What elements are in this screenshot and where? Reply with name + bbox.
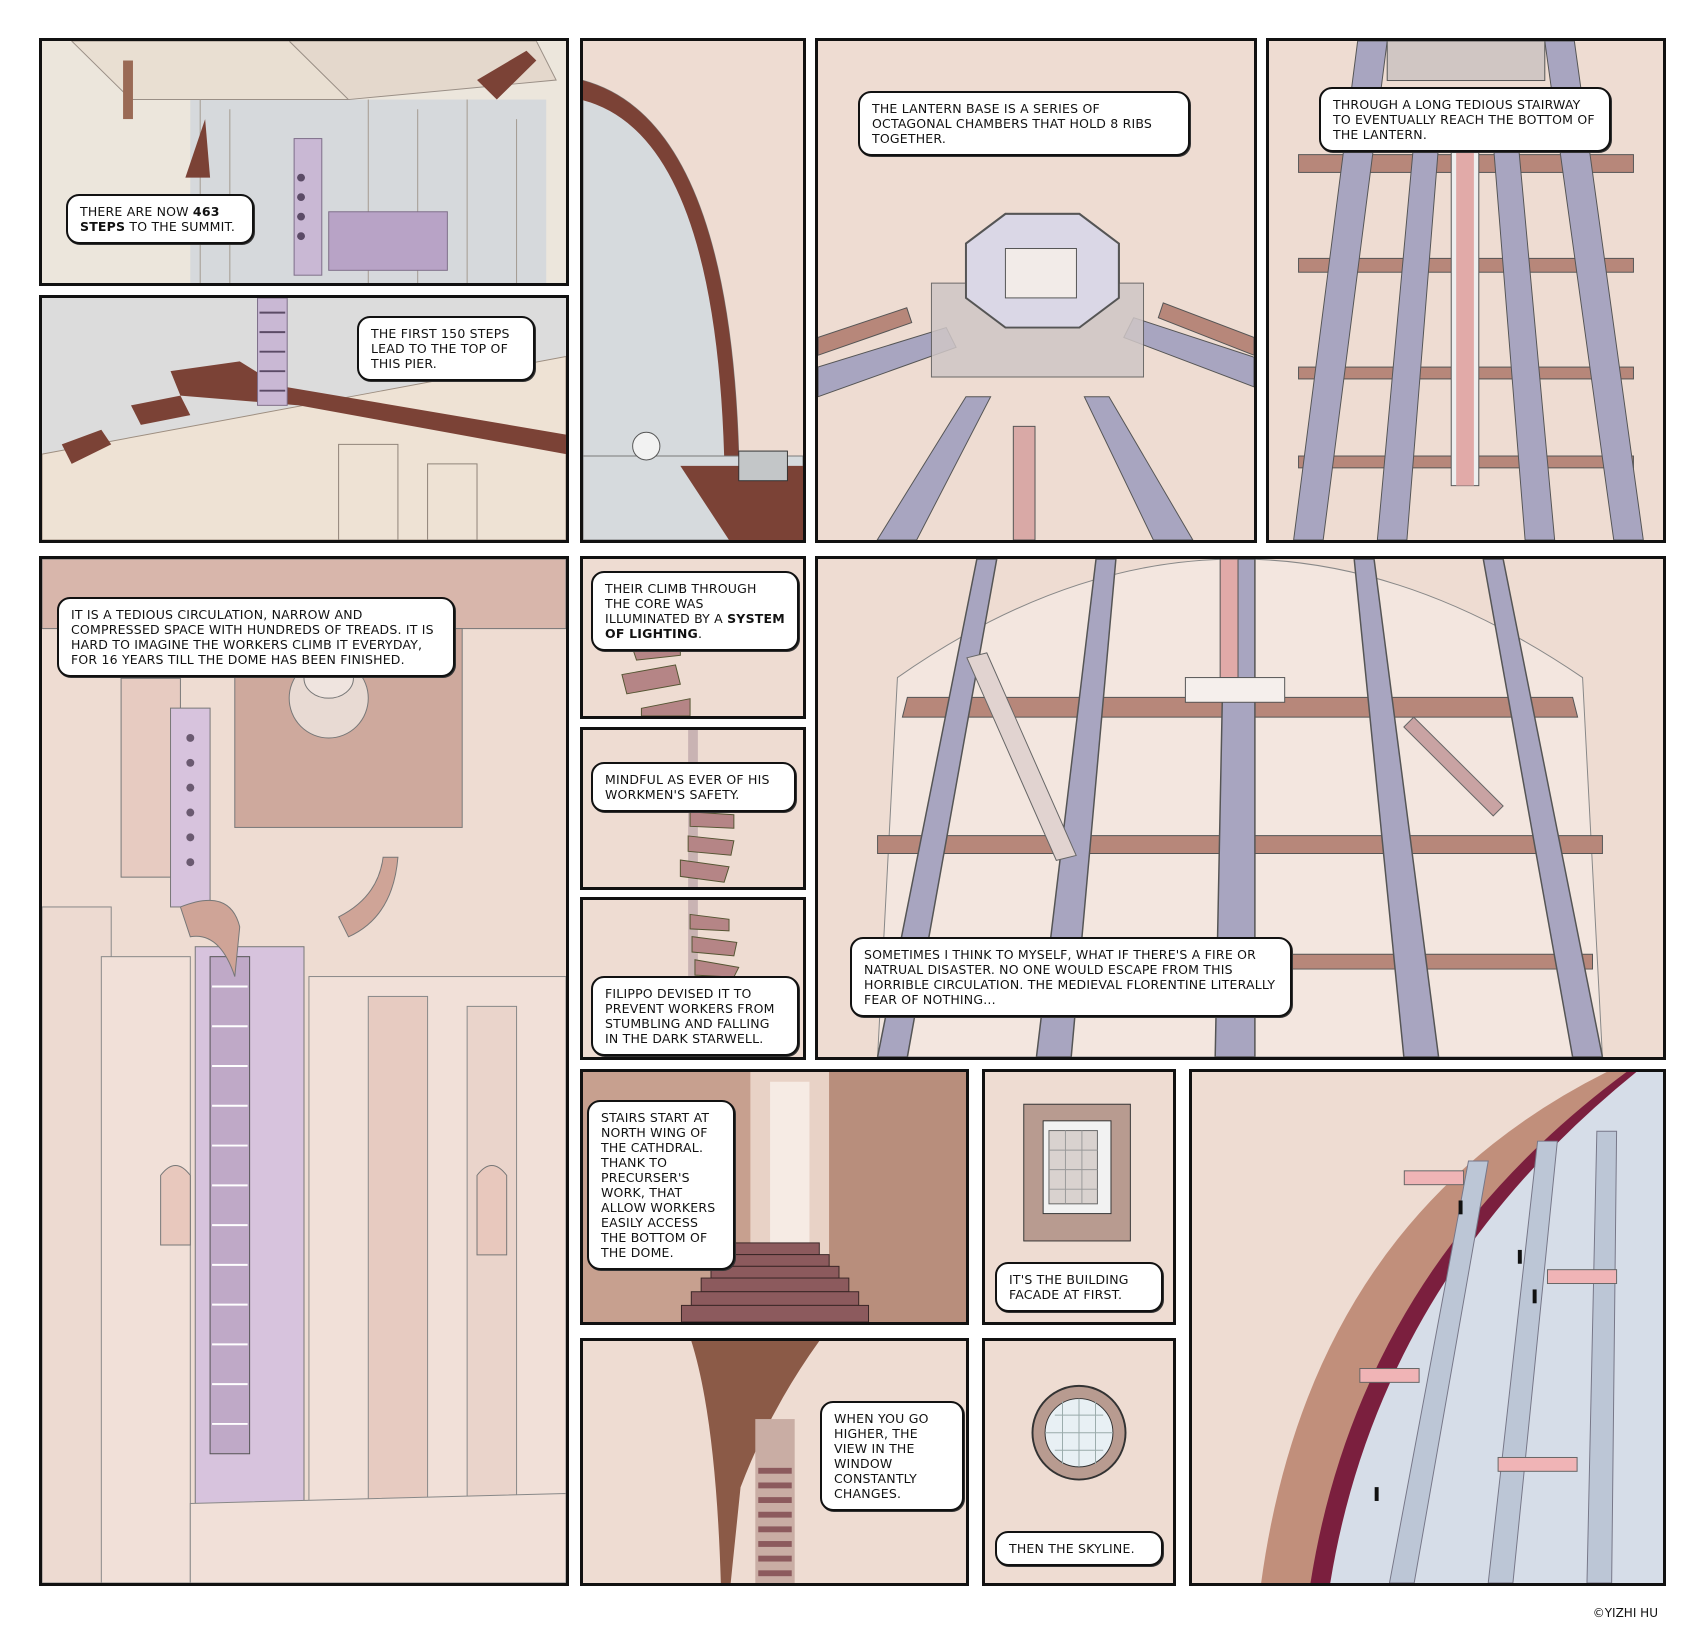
caption-text: WHEN YOU GO HIGHER, THE VIEW IN THE WIND… (834, 1411, 929, 1501)
caption-bold-number: 463 (192, 204, 220, 219)
caption-system-of-lighting: THEIR CLIMB THROUGH THE CORE WAS ILLUMIN… (591, 571, 799, 651)
caption-north-wing: STAIRS START AT NORTH WING OF THE CATHDR… (587, 1100, 735, 1270)
panel-north-wing: STAIRS START AT NORTH WING OF THE CATHDR… (580, 1069, 969, 1325)
caption-long-stairway: THROUGH A LONG TEDIOUS STAIRWAY TO EVENT… (1319, 87, 1611, 152)
caption-text: THEIR CLIMB THROUGH THE CORE WAS ILLUMIN… (605, 581, 757, 626)
caption-filippo-devised: FILIPPO DEVISED IT TO PREVENT WORKERS FR… (591, 976, 799, 1056)
caption-text: THE LANTERN BASE IS A SERIES OF OCTAGONA… (872, 101, 1153, 146)
caption-view-changes: WHEN YOU GO HIGHER, THE VIEW IN THE WIND… (820, 1401, 964, 1511)
cathedral-interior-illustration (42, 41, 566, 283)
panel-workmen-safety: MINDFUL AS EVER OF HIS WORKMEN'S SAFETY. (580, 727, 806, 890)
caption-text: THEN THE SKYLINE. (1009, 1541, 1135, 1556)
caption-text: SOMETIMES I THINK TO MYSELF, WHAT IF THE… (864, 947, 1276, 1007)
caption-text-end: TO THE SUMMIT. (125, 219, 236, 234)
panel-dome-interior (1189, 1069, 1666, 1586)
caption-bold-text: SYSTEM OF LIGHTING (605, 611, 785, 641)
artist-credit: ©YIZHI HU (1592, 1606, 1658, 1620)
panel-long-stairway: THROUGH A LONG TEDIOUS STAIRWAY TO EVENT… (1266, 38, 1666, 543)
dome-ribs-illustration (818, 559, 1663, 1057)
caption-horrible-circulation: SOMETIMES I THINK TO MYSELF, WHAT IF THE… (850, 937, 1292, 1017)
circulation-core-illustration (42, 559, 566, 1583)
caption-text-end: . (697, 626, 703, 641)
panel-horrible-circulation: SOMETIMES I THINK TO MYSELF, WHAT IF THE… (815, 556, 1666, 1060)
panel-lantern-base: THE LANTERN BASE IS A SERIES OF OCTAGONA… (815, 38, 1257, 543)
caption-first-150-steps: THE FIRST 150 STEPS LEAD TO THE TOP OF T… (357, 316, 535, 381)
panel-tedious-circulation: IT IS A TEDIOUS CIRCULATION, NARROW AND … (39, 556, 569, 1586)
caption-skyline: THEN THE SKYLINE. (995, 1531, 1163, 1566)
caption-text: IT'S THE BUILDING FACADE AT FIRST. (1009, 1272, 1129, 1302)
panel-filippo-devised: FILIPPO DEVISED IT TO PREVENT WORKERS FR… (580, 897, 806, 1060)
panel-skyline: THEN THE SKYLINE. (982, 1338, 1176, 1586)
caption-bold-steps: STEPS (80, 219, 126, 234)
panel-system-of-lighting: THEIR CLIMB THROUGH THE CORE WAS ILLUMIN… (580, 556, 806, 719)
panel-first-150-steps: THE FIRST 150 STEPS LEAD TO THE TOP OF T… (39, 295, 569, 543)
caption-text: THERE ARE NOW (80, 204, 193, 219)
panel-building-facade: IT'S THE BUILDING FACADE AT FIRST. (982, 1069, 1176, 1325)
caption-text: FILIPPO DEVISED IT TO PREVENT WORKERS FR… (605, 986, 775, 1046)
caption-tedious-circulation: IT IS A TEDIOUS CIRCULATION, NARROW AND … (57, 597, 455, 677)
caption-lantern-base: THE LANTERN BASE IS A SERIES OF OCTAGONA… (858, 91, 1190, 156)
dome-section-illustration (583, 80, 803, 540)
dome-interior-illustration (1192, 1072, 1663, 1583)
caption-text: THROUGH A LONG TEDIOUS STAIRWAY TO EVENT… (1333, 97, 1595, 142)
caption-text: IT IS A TEDIOUS CIRCULATION, NARROW AND … (71, 607, 434, 667)
caption-text: STAIRS START AT NORTH WING OF THE CATHDR… (601, 1110, 716, 1260)
caption-building-facade: IT'S THE BUILDING FACADE AT FIRST. (995, 1262, 1163, 1312)
caption-text: MINDFUL AS EVER OF HIS WORKMEN'S SAFETY. (605, 772, 770, 802)
panel-view-changes: WHEN YOU GO HIGHER, THE VIEW IN THE WIND… (580, 1338, 969, 1586)
caption-workmen-safety: MINDFUL AS EVER OF HIS WORKMEN'S SAFETY. (591, 762, 796, 812)
panel-dome-section (580, 38, 806, 543)
caption-text: THE FIRST 150 STEPS LEAD TO THE TOP OF T… (371, 326, 510, 371)
